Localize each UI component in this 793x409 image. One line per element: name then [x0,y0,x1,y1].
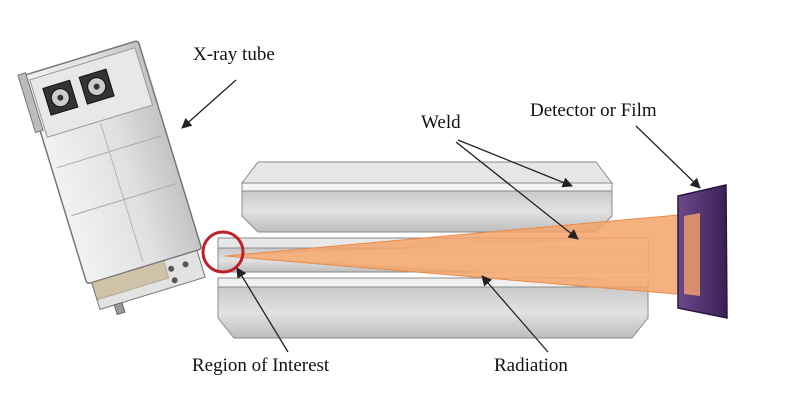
xray-tube-label: X-ray tube [193,44,275,65]
top-plate [240,161,614,233]
region-of-interest-circle [201,230,245,274]
weld-arrow-top [457,139,573,188]
radiation-arrow [481,275,549,353]
weld-label: Weld [421,112,461,133]
region-of-interest-label: Region of Interest [192,355,330,376]
detector-exposure [684,213,700,296]
xray-tube-device [17,40,206,316]
detector-label: Detector or Film [530,100,657,121]
radiation-beam-core [225,238,648,282]
weld-arrow-bottom [455,141,579,240]
connector-icon [78,68,115,105]
detector-arrow [635,125,701,189]
roi-arrow [236,267,289,353]
bottom-plate [217,277,649,339]
radiation-label: Radiation [494,355,568,376]
xray-tube-arrow [181,79,237,129]
connector-icon [42,79,79,116]
